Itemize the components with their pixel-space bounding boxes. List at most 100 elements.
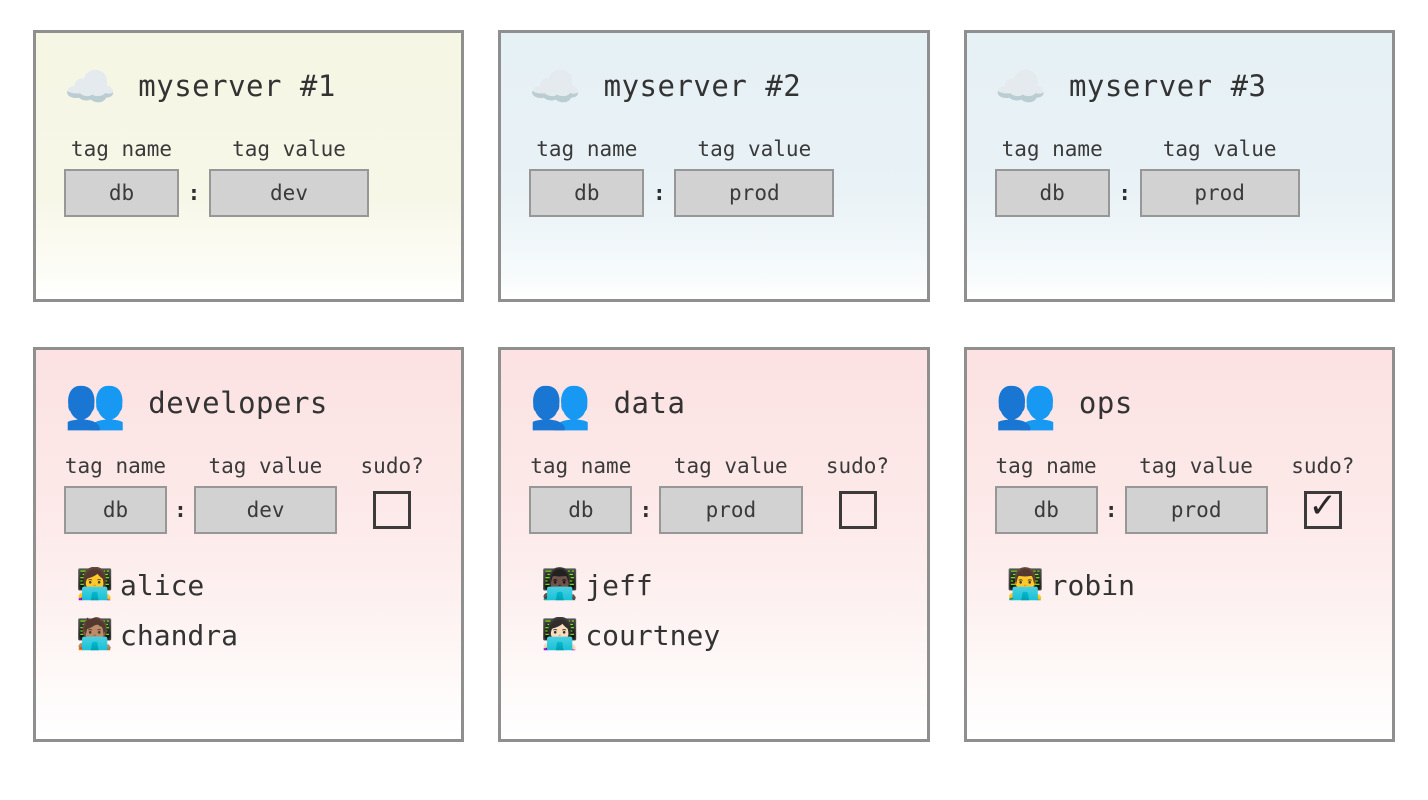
- tag-name-field[interactable]: db: [529, 169, 645, 217]
- tag-value-field[interactable]: prod: [674, 169, 835, 217]
- member-name: chandra: [120, 618, 239, 652]
- server-tag-block: tag name tag value db : prod: [529, 137, 898, 217]
- member-name: robin: [1050, 568, 1135, 602]
- tag-name-field[interactable]: db: [529, 486, 633, 534]
- server-card[interactable]: ☁️ myserver #3 tag name tag value db : p…: [963, 30, 1395, 302]
- tag-value-field[interactable]: prod: [1124, 486, 1268, 534]
- check-icon: ✓: [1308, 486, 1338, 526]
- server-card-header: ☁️ myserver #3: [995, 55, 1364, 117]
- tag-row: db : dev: [64, 169, 433, 217]
- sudo-cell: ✓: [351, 491, 433, 529]
- tag-value-header: tag value: [208, 454, 323, 478]
- list-item[interactable]: 👩🏻‍💻 courtney: [541, 610, 898, 660]
- tag-name-header: tag name: [64, 454, 167, 478]
- tag-colon: :: [174, 498, 187, 522]
- server-card-header: ☁️ myserver #1: [64, 55, 433, 117]
- group-card-header: 👥 ops: [995, 372, 1364, 434]
- technologist-icon: 👨🏿‍💻: [541, 567, 579, 602]
- cloud-icon: ☁️: [529, 62, 582, 111]
- technologist-icon: 👩‍💻: [76, 567, 114, 602]
- member-name: courtney: [585, 618, 721, 652]
- tag-column-headers: tag name tag value sudo?: [995, 454, 1364, 478]
- busts-icon: 👥: [994, 374, 1057, 432]
- sudo-checkbox[interactable]: ✓: [373, 491, 412, 529]
- sudo-cell: ✓: [817, 491, 899, 529]
- server-title: myserver #3: [1068, 69, 1267, 103]
- sudo-header: sudo?: [360, 454, 424, 478]
- tag-column-headers: tag name tag value sudo?: [64, 454, 433, 478]
- member-name: alice: [120, 568, 205, 602]
- list-item[interactable]: 👨‍💻 robin: [1007, 560, 1364, 610]
- tag-row: db : prod ✓: [994, 486, 1364, 534]
- tag-value-header: tag value: [1162, 137, 1277, 161]
- tag-column-headers: tag name tag value: [529, 137, 898, 161]
- tag-name-header: tag name: [1001, 137, 1103, 161]
- tag-name-header: tag name: [530, 454, 632, 478]
- tag-column-headers: tag name tag value: [64, 137, 433, 161]
- tag-colon: :: [1118, 181, 1131, 205]
- tag-value-field[interactable]: dev: [193, 486, 338, 534]
- list-item[interactable]: 👨🏿‍💻 jeff: [541, 560, 898, 610]
- server-card[interactable]: ☁️ myserver #1 tag name tag value db : d…: [33, 30, 465, 302]
- group-card-header: 👥 developers: [64, 372, 433, 434]
- tag-colon: :: [187, 181, 201, 205]
- group-card[interactable]: 👥 developers tag name tag value sudo? db…: [33, 347, 465, 742]
- member-list: 👨‍💻 robin: [995, 560, 1364, 610]
- tag-row: db : prod ✓: [529, 486, 898, 534]
- tag-row: db : dev ✓: [64, 486, 433, 534]
- group-title: developers: [148, 386, 328, 420]
- group-tag-block: tag name tag value sudo? db : prod ✓: [529, 454, 898, 534]
- tag-name-field[interactable]: db: [994, 486, 1098, 534]
- group-card[interactable]: 👥 data tag name tag value sudo? db : pro…: [498, 347, 930, 742]
- tag-value-field[interactable]: dev: [209, 169, 369, 217]
- member-name: jeff: [585, 568, 653, 602]
- tag-value-field[interactable]: prod: [659, 486, 803, 534]
- tag-row: db : prod: [994, 169, 1364, 217]
- tag-value-header: tag value: [673, 454, 788, 478]
- member-list: 👩‍💻 alice 🧑🏽‍💻 chandra: [64, 560, 433, 660]
- group-title: ops: [1078, 386, 1133, 420]
- cloud-icon: ☁️: [994, 62, 1047, 111]
- groups-row: 👥 developers tag name tag value sudo? db…: [33, 347, 1395, 742]
- technologist-icon: 👨‍💻: [1006, 567, 1045, 602]
- tag-row: db : prod: [529, 169, 898, 217]
- member-list: 👨🏿‍💻 jeff 👩🏻‍💻 courtney: [529, 560, 898, 660]
- tag-name-field[interactable]: db: [994, 169, 1110, 217]
- tag-colon: :: [653, 181, 666, 205]
- technologist-icon: 🧑🏽‍💻: [76, 617, 114, 652]
- group-card[interactable]: 👥 ops tag name tag value sudo? db : prod: [963, 347, 1395, 742]
- sudo-header: sudo?: [1291, 454, 1355, 478]
- tag-value-header: tag value: [1139, 454, 1253, 478]
- tag-name-field[interactable]: db: [64, 486, 168, 534]
- sudo-checkbox[interactable]: ✓: [1303, 486, 1342, 529]
- list-item[interactable]: 👩‍💻 alice: [76, 560, 433, 610]
- group-card-header: 👥 data: [529, 372, 898, 434]
- sudo-checkbox[interactable]: ✓: [838, 491, 877, 529]
- sudo-cell: ✓: [1282, 486, 1364, 529]
- server-title: myserver #2: [603, 69, 802, 103]
- list-item[interactable]: 🧑🏽‍💻 chandra: [76, 610, 433, 660]
- cloud-icon: ☁️: [64, 62, 117, 111]
- tag-value-field[interactable]: prod: [1139, 169, 1300, 217]
- busts-icon: 👥: [64, 374, 127, 432]
- server-tag-block: tag name tag value db : prod: [994, 137, 1364, 217]
- tag-value-header: tag value: [232, 137, 346, 161]
- tag-colon: :: [1104, 498, 1118, 522]
- tag-column-headers: tag name tag value: [995, 137, 1364, 161]
- server-title: myserver #1: [138, 69, 336, 103]
- group-tag-block: tag name tag value sudo? db : prod ✓: [994, 454, 1364, 534]
- tag-name-header: tag name: [70, 137, 173, 161]
- technologist-icon: 👩🏻‍💻: [541, 617, 579, 652]
- tag-name-field[interactable]: db: [64, 169, 179, 217]
- server-card-header: ☁️ myserver #2: [529, 55, 898, 117]
- sudo-header: sudo?: [825, 454, 890, 478]
- busts-icon: 👥: [529, 374, 592, 432]
- group-title: data: [613, 386, 686, 420]
- tag-value-header: tag value: [697, 137, 812, 161]
- tag-colon: :: [639, 498, 653, 522]
- server-card[interactable]: ☁️ myserver #2 tag name tag value db : p…: [498, 30, 930, 302]
- tag-name-header: tag name: [536, 137, 638, 161]
- server-tag-block: tag name tag value db : dev: [64, 137, 433, 217]
- group-tag-block: tag name tag value sudo? db : dev ✓: [64, 454, 433, 534]
